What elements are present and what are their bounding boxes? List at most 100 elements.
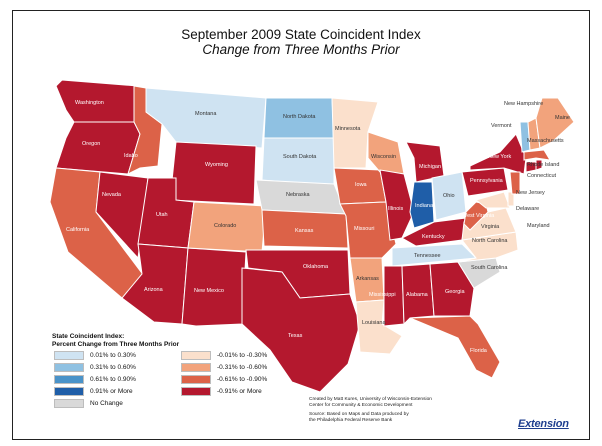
state-nevada xyxy=(95,171,149,260)
state-label-north-carolina: North Carolina xyxy=(472,238,508,244)
state-label-kansas: Kansas xyxy=(295,228,314,234)
state-label-idaho: Idaho xyxy=(124,153,138,159)
state-label-oklahoma: Oklahoma xyxy=(303,264,329,270)
state-south-dakota xyxy=(261,137,335,187)
state-label-pennsylvania: Pennsylvania xyxy=(470,178,504,184)
state-michigan xyxy=(405,141,445,183)
state-label-south-carolina: South Carolina xyxy=(471,265,508,271)
state-label-georgia: Georgia xyxy=(445,289,466,295)
state-new-york xyxy=(469,133,527,175)
state-label-arkansas: Arkansas xyxy=(356,276,379,282)
state-rhode-island xyxy=(535,159,543,171)
extension-logo: Extension xyxy=(518,418,569,430)
state-label-nebraska: Nebraska xyxy=(286,192,310,198)
legend-label: 0.91% or More xyxy=(90,388,133,395)
legend-label: 0.01% to 0.30% xyxy=(90,352,136,359)
legend-swatch xyxy=(181,351,211,360)
state-label-louisiana: Louisiana xyxy=(362,320,386,326)
state-label-ohio: Ohio xyxy=(443,193,455,199)
state-label-massachusetts: Massachusetts xyxy=(527,138,564,144)
map-subtitle: Change from Three Months Prior xyxy=(202,42,400,57)
state-indiana xyxy=(409,181,435,229)
state-label-west-virginia: West Virginia xyxy=(462,213,495,219)
state-label-nevada: Nevada xyxy=(102,192,122,198)
legend-item-c2: 0.31% to 0.60% xyxy=(54,363,136,372)
legend-item-c1: 0.01% to 0.30% xyxy=(54,351,136,360)
state-label-new-york: New York xyxy=(488,154,511,160)
state-label-california: California xyxy=(66,227,90,233)
state-label-virginia: Virginia xyxy=(481,224,500,230)
state-texas xyxy=(241,267,361,393)
legend-item-n3: -0.61% to -0.90% xyxy=(181,375,267,384)
state-massachusetts xyxy=(523,149,551,161)
state-pennsylvania xyxy=(461,167,509,197)
legend-title: State Coincident Index: xyxy=(52,333,125,340)
state-label-missouri: Missouri xyxy=(354,226,374,232)
state-west-virginia xyxy=(463,201,489,231)
credit-line-3: Source: Based on Maps and Data produced … xyxy=(309,412,409,417)
state-alabama xyxy=(401,263,435,326)
state-label-florida: Florida xyxy=(470,348,488,354)
legend-item-n2: -0.31% to -0.60% xyxy=(181,363,267,372)
state-label-kentucky: Kentucky xyxy=(422,234,445,240)
state-label-minnesota: Minnesota xyxy=(335,126,361,132)
state-label-oregon: Oregon xyxy=(82,141,100,147)
state-georgia xyxy=(429,261,475,317)
state-label-michigan: Michigan xyxy=(419,164,441,170)
legend-swatch xyxy=(181,375,211,384)
legend-label: No Change xyxy=(90,400,123,407)
legend-item-c4: 0.91% or More xyxy=(54,387,133,396)
credit-line-4: the Philadelphia Federal Reserve Bank xyxy=(309,418,393,423)
state-label-texas: Texas xyxy=(288,333,303,339)
legend-item-c3: 0.61% to 0.90% xyxy=(54,375,136,384)
state-label-new-hampshire: New Hampshire xyxy=(504,101,543,107)
legend-swatch xyxy=(54,363,84,372)
legend-item-nc: No Change xyxy=(54,399,123,408)
state-wisconsin xyxy=(367,131,405,175)
state-oregon xyxy=(55,121,141,175)
state-label-maine: Maine xyxy=(555,115,570,121)
legend-swatch xyxy=(181,363,211,372)
credit-line-1: Created by Matt Kures, University of Wis… xyxy=(309,397,432,402)
legend-swatch xyxy=(54,387,84,396)
state-montana xyxy=(145,87,267,149)
state-new-jersey xyxy=(509,171,521,195)
legend-item-n1: -0.01% to -0.30% xyxy=(181,351,267,360)
state-label-illinois: Illinois xyxy=(388,206,404,212)
state-label-maryland: Maryland xyxy=(527,223,550,229)
legend-label: -0.61% to -0.90% xyxy=(217,376,268,383)
state-label-mississippi: Mississippi xyxy=(369,292,396,298)
state-maine xyxy=(535,97,575,149)
state-label-wisconsin: Wisconsin xyxy=(371,154,396,160)
legend-label: -0.31% to -0.60% xyxy=(217,364,268,371)
legend-swatch xyxy=(54,351,84,360)
state-label-utah: Utah xyxy=(156,212,168,218)
state-label-new-jersey: New Jersey xyxy=(516,190,545,196)
state-label-washington: Washington xyxy=(75,100,104,106)
state-label-vermont: Vermont xyxy=(491,123,512,129)
legend-label: -0.91% or More xyxy=(217,388,262,395)
state-label-iowa: Iowa xyxy=(355,182,368,188)
legend-item-n4: -0.91% or More xyxy=(181,387,262,396)
state-florida xyxy=(409,315,501,379)
map-title: September 2009 State Coincident Index xyxy=(181,27,421,42)
state-label-north-dakota: North Dakota xyxy=(283,114,316,120)
legend-swatch xyxy=(54,399,84,408)
legend-label: 0.31% to 0.60% xyxy=(90,364,136,371)
state-label-wyoming: Wyoming xyxy=(205,162,228,168)
state-kansas xyxy=(261,209,349,249)
legend-label: -0.01% to -0.30% xyxy=(217,352,268,359)
state-wyoming xyxy=(169,141,257,205)
state-label-colorado: Colorado xyxy=(214,223,236,229)
state-new-mexico xyxy=(181,247,247,327)
legend-swatch xyxy=(181,387,211,396)
legend-swatch xyxy=(54,375,84,384)
state-label-montana: Montana xyxy=(195,111,217,117)
legend-label: 0.61% to 0.90% xyxy=(90,376,136,383)
state-label-delaware: Delaware xyxy=(516,206,539,212)
state-label-alabama: Alabama xyxy=(406,292,429,298)
state-label-arizona: Arizona xyxy=(144,287,164,293)
state-kentucky xyxy=(400,217,467,247)
state-label-south-dakota: South Dakota xyxy=(283,154,317,160)
